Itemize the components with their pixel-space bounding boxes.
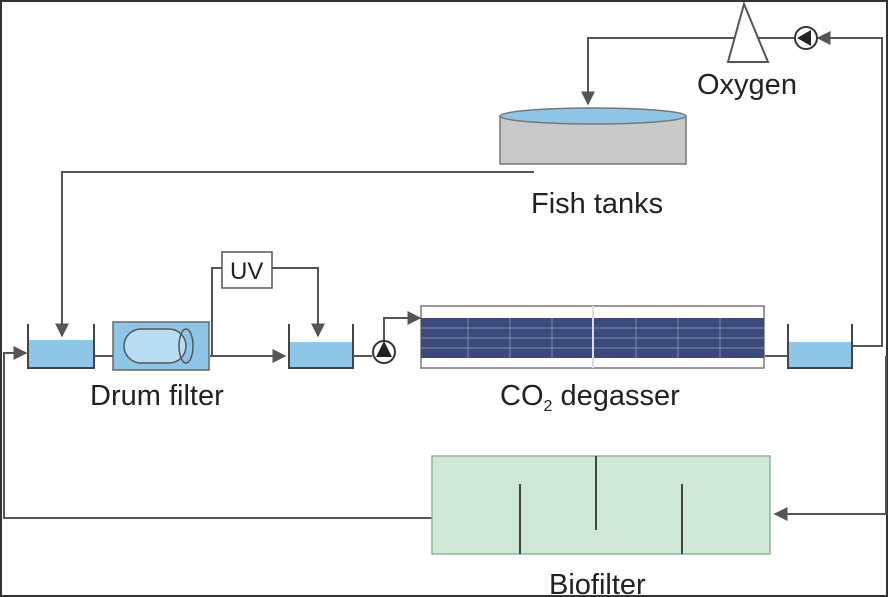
pipe-fishtank-to-sump xyxy=(55,171,534,338)
sump-tank-2 xyxy=(288,324,372,369)
pump-icon xyxy=(794,26,818,50)
pipe-pump-to-degasser xyxy=(383,311,422,340)
oxygen-label: Oxygen xyxy=(697,69,797,101)
pipe-sump-to-pump xyxy=(816,31,883,347)
oxygen-cone-icon xyxy=(726,0,770,63)
drum-filter xyxy=(94,321,210,371)
pump-icon xyxy=(372,340,396,364)
co2-degasser-label: CO2 degasser xyxy=(500,380,680,415)
pipe-pump-to-fishtank xyxy=(581,37,806,106)
pipe-network xyxy=(3,31,887,521)
biofilter-label: Biofilter xyxy=(549,569,646,597)
uv-label: UV xyxy=(230,258,263,285)
pipe-uv-loop xyxy=(211,267,222,356)
fish-tank xyxy=(499,107,687,165)
sump-tank-3 xyxy=(787,324,853,369)
co2-degasser xyxy=(420,305,765,369)
pipe-biofilter-to-sump xyxy=(3,346,432,519)
biofilter xyxy=(431,455,771,555)
uv-unit xyxy=(221,251,273,289)
drum-filter-label: Drum filter xyxy=(90,380,224,412)
pipe-to-biofilter xyxy=(773,356,887,521)
pipe-uv-out xyxy=(272,267,325,338)
fish-tanks-label: Fish tanks xyxy=(531,188,663,220)
sump-tank-1 xyxy=(27,324,95,369)
